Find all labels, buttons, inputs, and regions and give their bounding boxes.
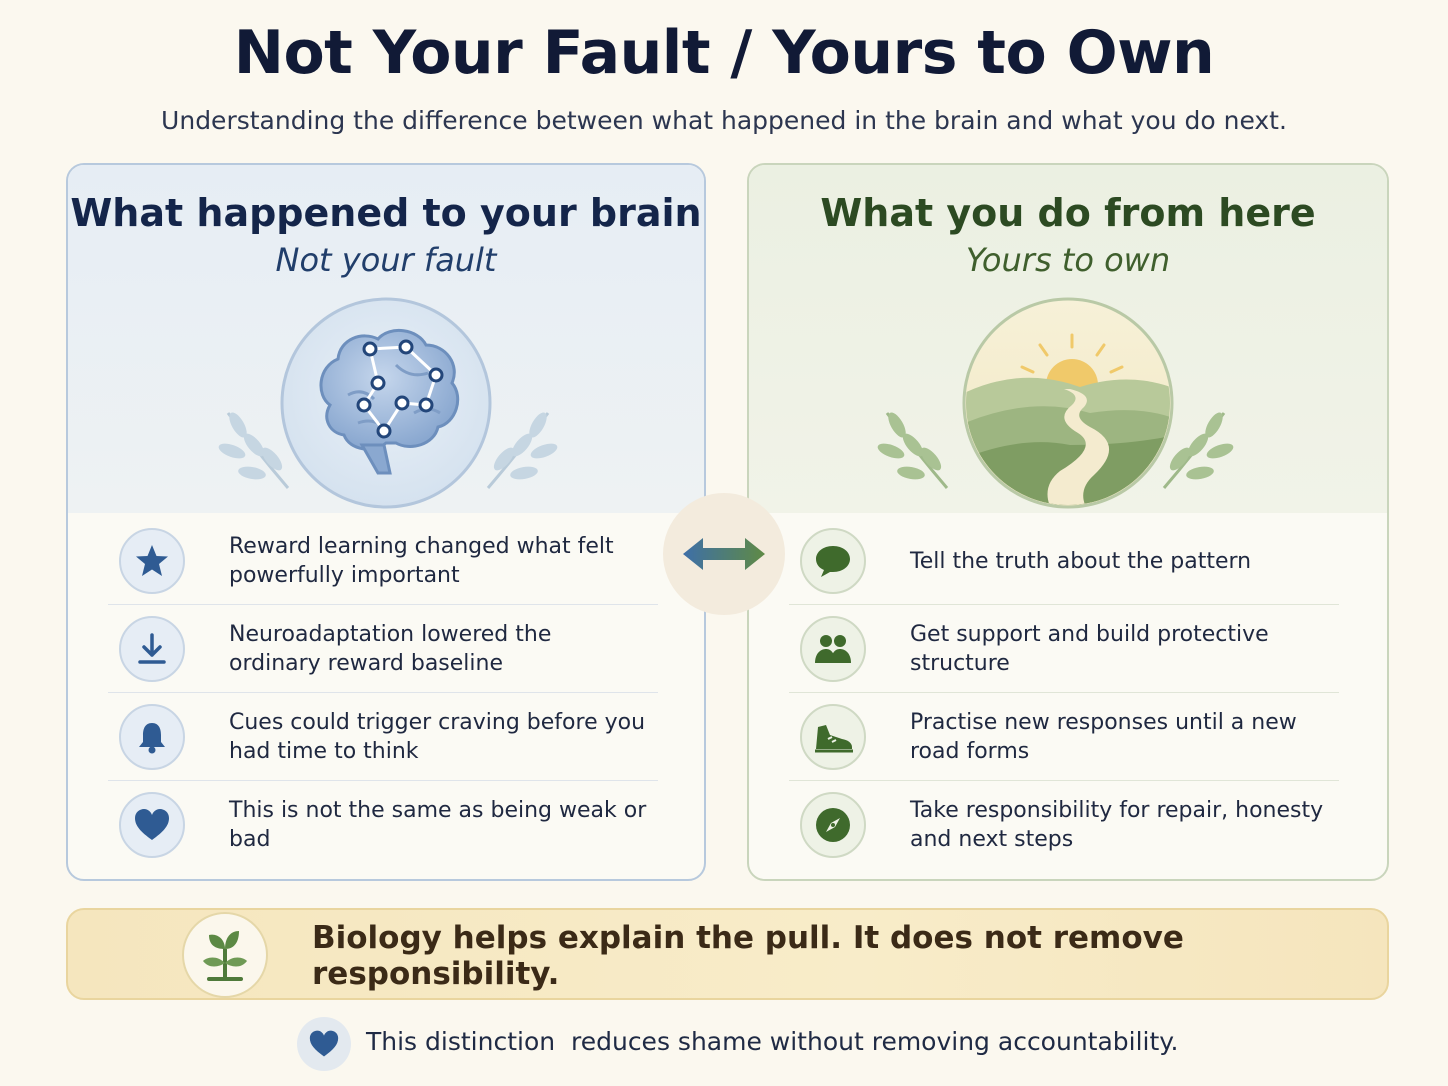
list-item-text: Neuroadaptation lowered the ordinary rew…: [229, 622, 552, 676]
list-item: Take responsibility for repair, honesty …: [789, 781, 1339, 869]
left-panel-header: What happened to your brain Not your fau…: [68, 165, 704, 513]
bell-icon: [119, 704, 185, 770]
download-arrow-icon: [119, 616, 185, 682]
divider: [789, 604, 1339, 605]
divider: [789, 692, 1339, 693]
list-item-text: Take responsibility for repair, honesty …: [910, 798, 1324, 852]
summary-banner: Biology helps explain the pull. It does …: [66, 908, 1389, 1000]
page-title: Not Your Fault / Yours to Own: [233, 18, 1215, 88]
leaf-sprig-icon: [486, 412, 558, 489]
right-panel: What you do from here Yours to own: [747, 163, 1389, 881]
heart-icon: [297, 1017, 351, 1071]
brain-network-icon: [280, 297, 492, 509]
list-item-text: Reward learning changed what felt powerf…: [229, 534, 614, 588]
list-item: Get support and build protective structu…: [789, 605, 1339, 693]
star-icon: [119, 528, 185, 594]
divider: [108, 604, 658, 605]
people-icon: [800, 616, 866, 682]
speech-bubble-icon: [800, 528, 866, 594]
left-panel-subtitle: Not your fault: [275, 241, 497, 279]
divider: [789, 780, 1339, 781]
list-item: Cues could trigger craving before you ha…: [108, 693, 658, 781]
list-item-text: Get support and build protective structu…: [910, 622, 1269, 676]
banner-text: Biology helps explain the pull. It does …: [312, 920, 1184, 992]
list-item-text: Tell the truth about the pattern: [910, 548, 1252, 574]
list-item: Tell the truth about the pattern: [789, 517, 1339, 605]
divider: [108, 692, 658, 693]
left-panel-title: What happened to your brain: [70, 191, 702, 235]
leaf-sprig-icon: [877, 412, 949, 489]
center-connector: [663, 493, 785, 615]
right-panel-title: What you do from here: [820, 191, 1316, 235]
list-item: Neuroadaptation lowered the ordinary rew…: [108, 605, 658, 693]
list-item-text: This is not the same as being weak or ba…: [229, 798, 647, 852]
leaf-sprig-icon: [218, 412, 290, 489]
right-panel-subtitle: Yours to own: [965, 241, 1171, 279]
shoe-icon: [800, 704, 866, 770]
footer-note: This distinction reduces shame without r…: [366, 1027, 1179, 1056]
compass-icon: [800, 792, 866, 858]
leaf-sprig-icon: [1162, 412, 1234, 489]
left-panel: What happened to your brain Not your fau…: [66, 163, 706, 881]
list-item: Practise new responses until a new road …: [789, 693, 1339, 781]
list-item-text: Practise new responses until a new road …: [910, 710, 1297, 764]
list-item-text: Cues could trigger craving before you ha…: [229, 710, 646, 764]
heart-icon: [119, 792, 185, 858]
right-panel-header: What you do from here Yours to own: [749, 165, 1387, 513]
list-item: Reward learning changed what felt powerf…: [108, 517, 658, 605]
sprout-icon: [182, 912, 268, 998]
sunrise-road-icon: [962, 297, 1174, 509]
double-arrow-icon: [683, 538, 765, 570]
divider: [108, 780, 658, 781]
page-subtitle: Understanding the difference between wha…: [161, 106, 1287, 135]
list-item: This is not the same as being weak or ba…: [108, 781, 658, 869]
